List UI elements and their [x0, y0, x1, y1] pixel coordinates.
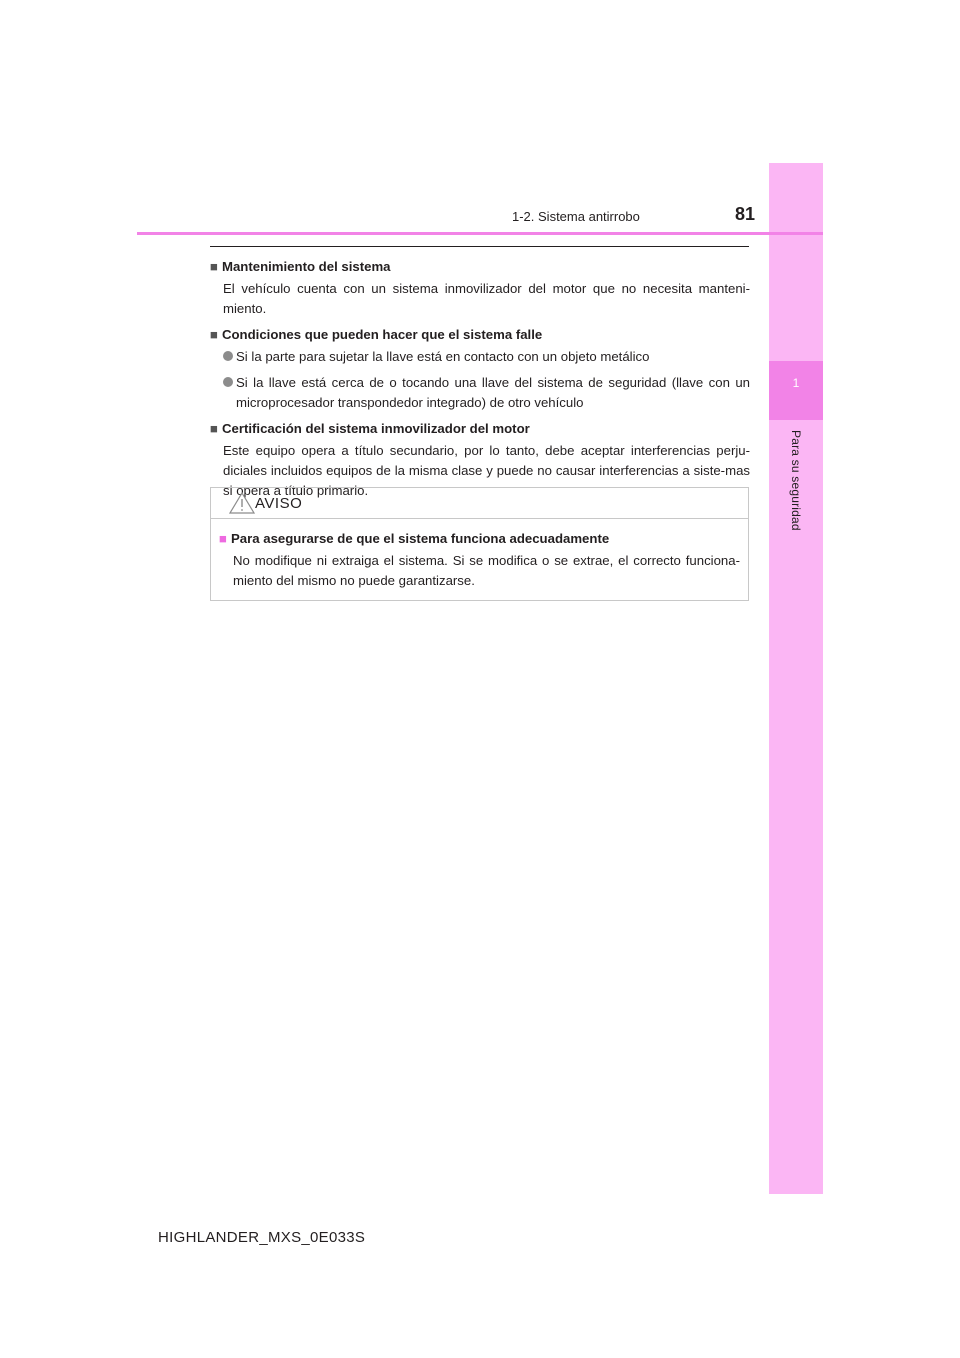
warning-heading-text: Para asegurarse de que el sistema funcio… [230, 531, 610, 546]
section-heading-conditions: ■Condiciones que pueden hacer que el sis… [210, 325, 750, 345]
section-title: Mantenimiento del sistema [221, 259, 391, 274]
warning-header: AVISO [211, 488, 748, 519]
chapter-side-tab [769, 163, 823, 1194]
warning-box: AVISO ■Para asegurarse de que el sistema… [210, 487, 749, 601]
list-item-text: Si la parte para sujetar la llave está e… [236, 349, 650, 364]
warning-heading-marker: ■ [219, 531, 227, 546]
bullet-dot-icon [223, 377, 233, 387]
section-title: Condiciones que pueden hacer que el sist… [221, 327, 543, 342]
header-section-title: 1-2. Sistema antirrobo [512, 209, 640, 224]
warning-body: ■Para asegurarse de que el sistema funci… [211, 519, 748, 591]
list-item: Si la llave está cerca de o tocando una … [223, 373, 750, 413]
footer-doc-code: HIGHLANDER_MXS_0E033S [158, 1229, 366, 1246]
chapter-number: 1 [792, 376, 800, 390]
chapter-tab-active-marker [769, 361, 823, 420]
warning-triangle-icon [229, 492, 255, 514]
warning-title: AVISO [255, 495, 303, 512]
section-title: Certificación del sistema inmovilizador … [221, 421, 530, 436]
list-item: Si la parte para sujetar la llave está e… [223, 347, 750, 367]
main-content: ■Mantenimiento del sistema El vehículo c… [210, 257, 750, 507]
section-marker: ■ [210, 421, 218, 436]
section-marker: ■ [210, 259, 218, 274]
section-heading-certification: ■Certificación del sistema inmovilizador… [210, 419, 750, 439]
warning-heading: ■Para asegurarse de que el sistema funci… [219, 529, 740, 549]
section-heading-maintenance: ■Mantenimiento del sistema [210, 257, 750, 277]
bullet-dot-icon [223, 351, 233, 361]
section-text-certification: Este equipo opera a título secundario, p… [223, 443, 750, 498]
content-top-rule [210, 246, 749, 247]
section-marker: ■ [210, 327, 218, 342]
chapter-label: Para su seguridad [769, 430, 823, 550]
chapter-label-text: Para su seguridad [789, 430, 803, 531]
section-text-maintenance: El vehículo cuenta con un sistema inmovi… [223, 281, 750, 316]
page-number: 81 [735, 204, 756, 224]
warning-text: No modifique ni extraiga el sistema. Si … [233, 553, 740, 588]
list-item-text: Si la llave está cerca de o tocando una … [236, 375, 750, 410]
header-rule [137, 232, 823, 235]
